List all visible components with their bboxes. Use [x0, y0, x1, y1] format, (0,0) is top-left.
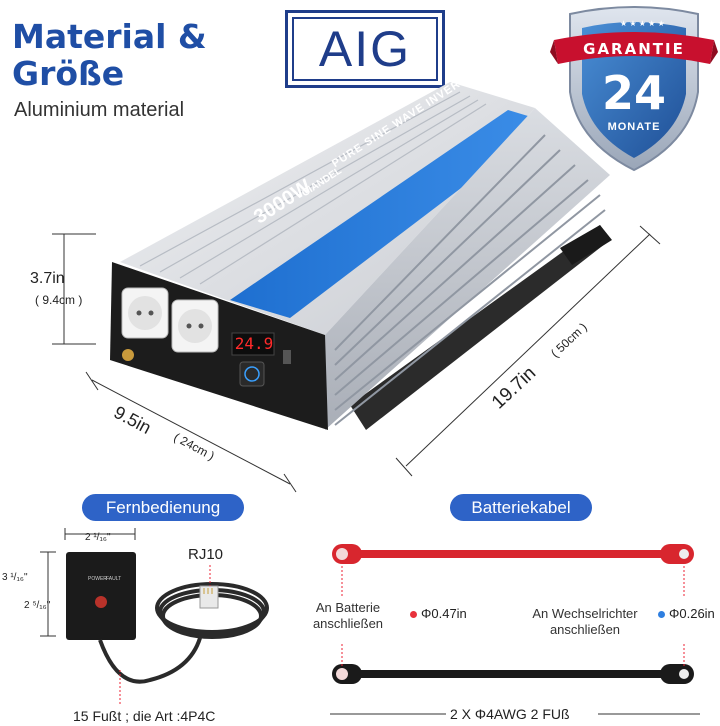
connector-label: RJ10 — [188, 546, 224, 563]
cable-spec-caption: 2 X Φ4AWG 2 FUß — [450, 706, 570, 722]
blue-dot-icon — [658, 611, 665, 619]
svg-text:★ ★ ★ ★ ★: ★ ★ ★ ★ ★ — [620, 19, 665, 28]
inverter-size-value: Φ0.26in — [669, 606, 715, 621]
page-title: Material & Größe — [12, 18, 207, 92]
badge-number: 24 — [601, 66, 666, 120]
remote-power-text: POWER — [88, 576, 107, 582]
remote-height-inner: 2 ⁵/₁₆'' — [24, 600, 51, 611]
cable-section-label: Batteriekabel — [450, 494, 592, 521]
title-line-2: Größe — [12, 54, 125, 93]
subtitle: Aluminium material — [14, 99, 185, 121]
dimension-lines — [52, 225, 661, 493]
inverter-side-label: An Wechselrichter anschließen — [532, 606, 638, 637]
battery-size: Φ0.47in — [410, 606, 467, 621]
battery-side-label: An Batterie anschließen — [312, 600, 384, 631]
height-in: 3.7in — [30, 270, 65, 287]
cable-caption: 15 Fußt ; die Art :4P4C — [73, 708, 216, 724]
badge-unit: MONATE — [607, 121, 661, 133]
remote-section-label: Fernbedienung — [82, 494, 244, 521]
inverter-display: 24.9 — [234, 334, 274, 353]
red-dot-icon — [410, 611, 417, 619]
remote-width: 2 ¹/₁₆'' — [85, 532, 111, 543]
inverter-illustration — [110, 82, 612, 430]
remote-height: 3 ¹/₁₆'' — [2, 572, 28, 583]
badge-banner: GARANTIE — [583, 40, 685, 58]
battery-cables-illustration — [330, 544, 700, 715]
title-line-1: Material & — [12, 17, 207, 56]
brand-logo: AIG — [285, 10, 445, 88]
inverter-size: Φ0.26in — [658, 606, 715, 621]
remote-illustration — [40, 528, 269, 706]
logo-text: AIG — [318, 21, 412, 77]
warranty-badge: ★ ★ ★ ★ ★ — [550, 6, 718, 172]
height-cm: ( 9.4cm ) — [35, 293, 83, 307]
battery-size-value: Φ0.47in — [421, 606, 467, 621]
remote-fault-text: FAULT — [106, 576, 122, 582]
